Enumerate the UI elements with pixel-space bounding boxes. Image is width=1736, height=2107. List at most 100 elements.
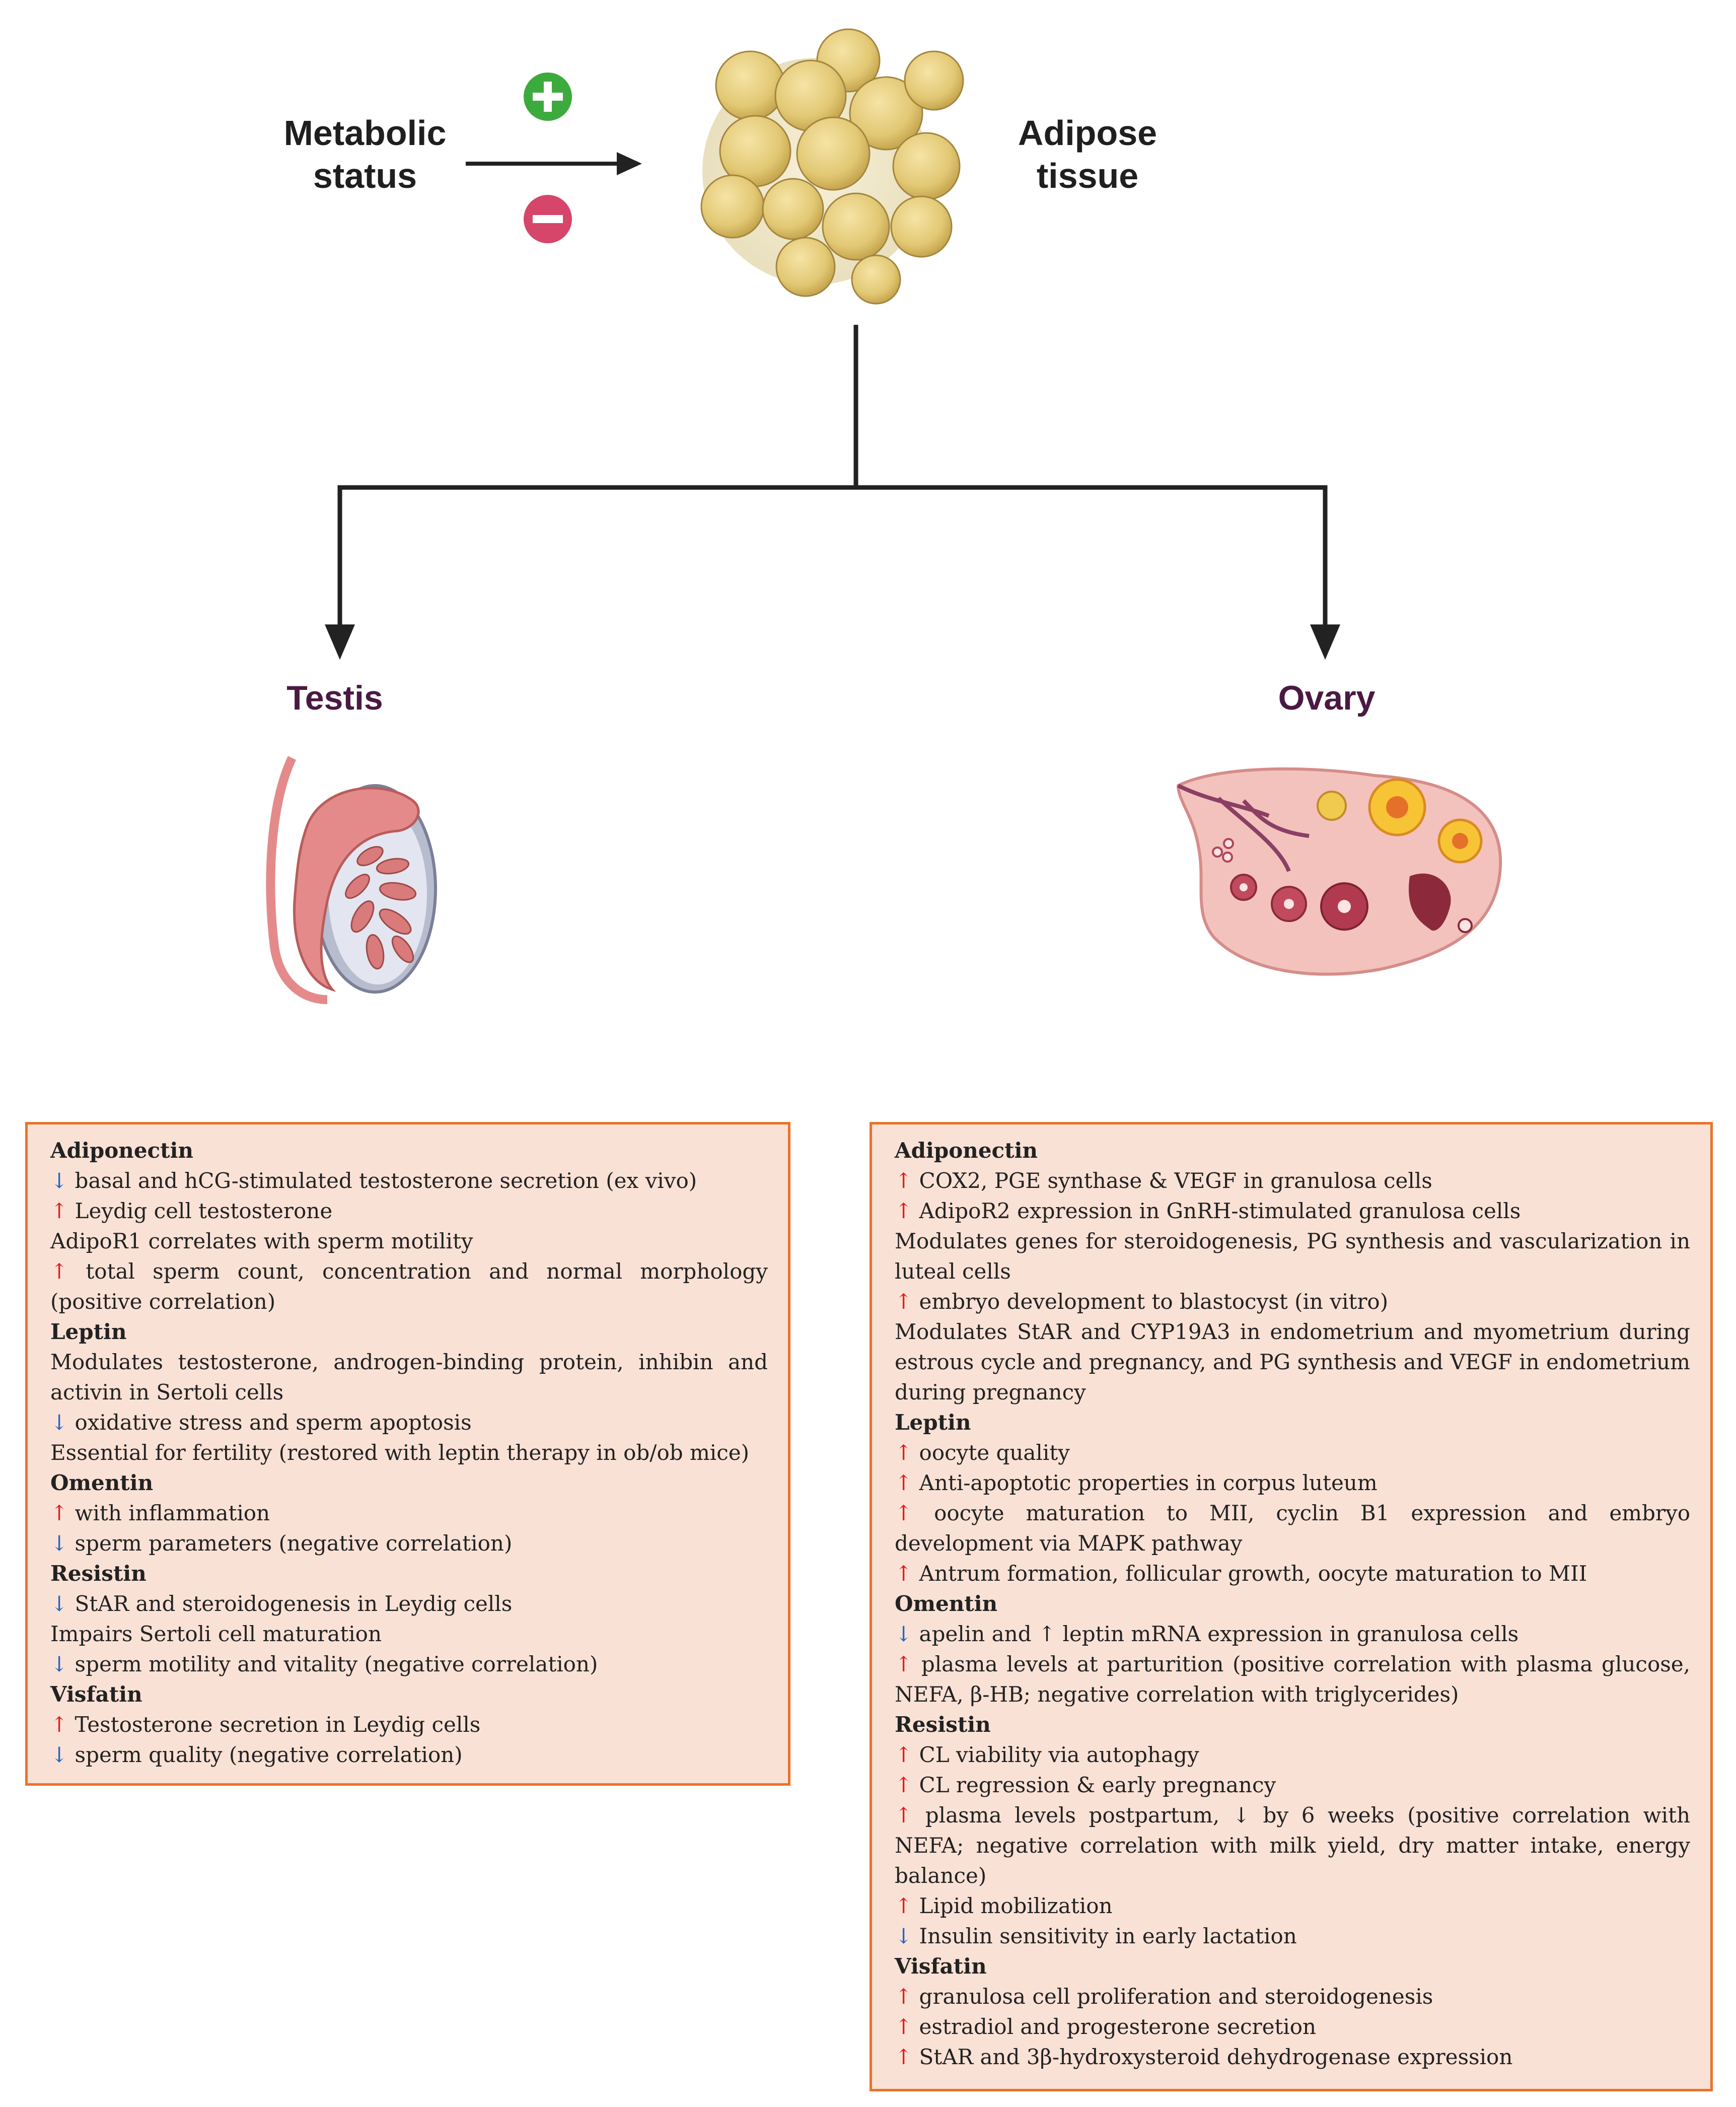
effect-line: ↑ plasma levels at parturition (positive… [895,1649,1690,1710]
ovary-title: Ovary [1278,679,1376,717]
increase-arrow-icon: ↑ [895,1803,913,1828]
effect-line: ↑ with inflammation [50,1498,768,1528]
effect-text: Insulin sensitivity in early lactation [912,1924,1297,1948]
effect-line: ↓ StAR and steroidogenesis in Leydig cel… [50,1589,768,1619]
effect-text: Leydig cell testosterone [68,1199,333,1223]
decrease-arrow-icon: ↓ [50,1531,68,1556]
metabolic-status-label: Metabolic status [283,113,447,196]
hormone-heading: Visfatin [895,1954,987,1979]
effect-line: ↑ Leydig cell testosterone [50,1196,768,1226]
effect-line: ↓ sperm motility and vitality (negative … [50,1649,768,1679]
effect-text: sperm motility and vitality (negative co… [68,1652,598,1676]
decrease-arrow-icon: ↓ [50,1168,68,1193]
effect-text: granulosa cell proliferation and steroid… [912,1984,1433,2009]
hormone-heading: Leptin [895,1410,971,1435]
metabolic-to-adipose-arrow [466,152,642,175]
increase-arrow-icon: ↑ [895,1742,913,1767]
adipose-tissue-label: Adipose tissue [1018,113,1158,196]
hormone-heading: Resistin [895,1712,991,1737]
increase-arrow-icon: ↑ [895,1773,913,1797]
effect-text: COX2, PGE synthase & VEGF in granulosa c… [912,1168,1432,1193]
effect-line: ↑ granulosa cell proliferation and stero… [895,1982,1690,2012]
increase-arrow-icon: ↑ [895,1984,913,2009]
increase-arrow-icon: ↑ [895,1199,913,1223]
hormone-heading: Omentin [895,1591,998,1616]
effect-text: CL viability via autophagy [912,1742,1199,1767]
effect-text: Anti-apoptotic properties in corpus lute… [912,1470,1378,1495]
effect-text: plasma levels at parturition (positive c… [895,1652,1690,1707]
effect-line: ↑ Lipid mobilization [895,1891,1690,1921]
decrease-arrow-icon: ↓ [50,1742,68,1767]
decrease-arrow-icon: ↓ [895,1622,913,1646]
effect-line: ↓ apelin and ↑ leptin mRNA expression in… [895,1619,1690,1649]
minus-icon [524,195,572,243]
effect-text: sperm quality (negative correlation) [68,1742,463,1767]
effect-line: ↑ oocyte quality [895,1438,1690,1468]
effect-text: Lipid mobilization [912,1893,1113,1918]
effect-line: ↑ CL regression & early pregnancy [895,1770,1690,1800]
hormone-heading: Adiponectin [50,1138,194,1163]
effect-line: ↑ Testosterone secretion in Leydig cells [50,1710,768,1740]
effect-line: ↑ Antrum formation, follicular growth, o… [895,1559,1690,1589]
decrease-arrow-icon: ↓ [50,1591,68,1616]
increase-arrow-icon: ↑ [895,1893,913,1918]
testis-title: Testis [286,679,383,717]
increase-arrow-icon: ↑ [895,1289,913,1314]
decrease-arrow-icon: ↓ [895,1924,913,1948]
effect-text: sperm parameters (negative correlation) [68,1531,513,1556]
effect-line: Modulates testosterone, androgen-binding… [50,1347,768,1408]
branch-connector [337,325,1328,629]
effect-text: Testosterone secretion in Leydig cells [68,1712,481,1737]
effect-line: Impairs Sertoli cell maturation [50,1619,768,1649]
effect-line: ↑ CL viability via autophagy [895,1740,1690,1770]
effect-line: ↑ AdipoR2 expression in GnRH-stimulated … [895,1196,1690,1226]
effect-text: with inflammation [68,1501,270,1525]
increase-arrow-icon: ↑ [895,1501,913,1525]
hormone-heading: Leptin [50,1319,127,1344]
ovary-icon [1176,767,1502,976]
effect-text: estradiol and progesterone secretion [912,2014,1317,2039]
effect-text: oocyte quality [912,1440,1070,1465]
effect-line: ↑ COX2, PGE synthase & VEGF in granulosa… [895,1166,1690,1196]
effect-text: Modulates StAR and CYP19A3 in endometriu… [895,1319,1690,1404]
effect-line: ↓ Insulin sensitivity in early lactation [895,1921,1690,1951]
hormone-heading: Adiponectin [895,1138,1038,1163]
increase-arrow-icon: ↑ [895,1168,913,1193]
effect-line: ↓ sperm quality (negative correlation) [50,1740,768,1770]
effect-text: CL regression & early pregnancy [912,1773,1276,1797]
effect-line: Modulates genes for steroidogenesis, PG … [895,1226,1690,1287]
increase-arrow-icon: ↑ [895,2014,913,2039]
effect-text: embryo development to blastocyst (in vit… [912,1289,1389,1314]
increase-arrow-icon: ↑ [895,1470,913,1495]
effect-text: oxidative stress and sperm apoptosis [68,1410,472,1435]
ovary-arrowhead [1310,624,1340,660]
effect-text: total sperm count, concentration and nor… [50,1259,768,1314]
effect-line: Essential for fertility (restored with l… [50,1438,768,1468]
effect-line: Modulates StAR and CYP19A3 in endometriu… [895,1317,1690,1408]
effect-line: ↑ StAR and 3β-hydroxysteroid dehydrogena… [895,2042,1690,2072]
decrease-arrow-icon: ↓ [50,1410,68,1435]
increase-arrow-icon: ↑ [50,1712,68,1737]
effect-text: apelin and ↑ leptin mRNA expression in g… [912,1622,1519,1646]
effect-text: Modulates testosterone, androgen-binding… [50,1350,768,1404]
effect-text: StAR and 3β-hydroxysteroid dehydrogenase… [912,2045,1513,2069]
increase-arrow-icon: ↑ [895,1440,913,1465]
hormone-heading: Visfatin [50,1682,142,1707]
increase-arrow-icon: ↑ [895,1561,913,1586]
testis-arrowhead [325,624,355,660]
testis-effects-box: Adiponectin ↓ basal and hCG-stimulated te… [25,1122,790,1786]
effect-line: ↑ estradiol and progesterone secretion [895,2012,1690,2042]
effect-line: ↑ oocyte maturation to MII, cyclin B1 ex… [895,1498,1690,1559]
effect-text: AdipoR2 expression in GnRH-stimulated gr… [912,1199,1521,1223]
effect-text: basal and hCG-stimulated testosterone se… [68,1168,697,1193]
effect-text: Essential for fertility (restored with l… [50,1440,749,1465]
plus-icon [524,73,572,121]
ovary-effects-box: Adiponectin ↑ COX2, PGE synthase & VEGF i… [870,1122,1713,2091]
effect-line: ↓ oxidative stress and sperm apoptosis [50,1408,768,1438]
decrease-arrow-icon: ↓ [50,1652,68,1676]
effect-text: AdipoR1 correlates with sperm motility [50,1229,473,1253]
effect-line: ↑ embryo development to blastocyst (in v… [895,1287,1690,1317]
hormone-heading: Resistin [50,1561,147,1586]
effect-line: ↓ sperm parameters (negative correlation… [50,1528,768,1559]
increase-arrow-icon: ↑ [50,1501,68,1525]
